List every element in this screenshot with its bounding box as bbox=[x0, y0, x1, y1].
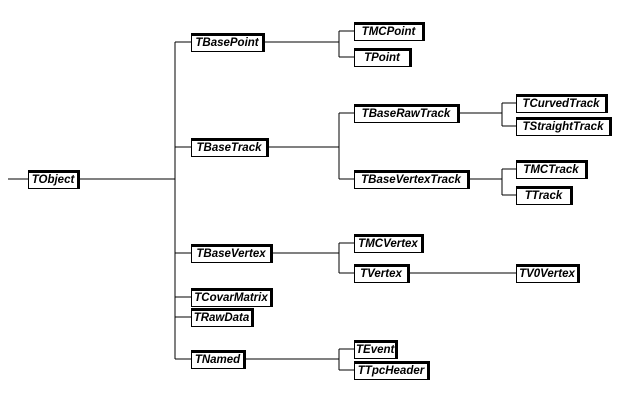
connector-tbasevertextrack-children bbox=[470, 168, 516, 196]
class-node-tvertex[interactable]: TVertex bbox=[354, 264, 410, 283]
connector-tbasepoint-children bbox=[265, 30, 354, 58]
class-node-tpoint[interactable]: TPoint bbox=[354, 48, 412, 67]
connector-tnamed-children bbox=[246, 348, 354, 371]
class-node-tmcpoint[interactable]: TMCPoint bbox=[354, 22, 425, 41]
connector-tbasevertex-children bbox=[273, 242, 354, 274]
class-node-tcurvedtrack[interactable]: TCurvedTrack bbox=[516, 94, 608, 113]
connector-tbasetrack-children bbox=[269, 112, 354, 180]
class-node-tobject[interactable]: TObject bbox=[28, 170, 80, 189]
class-node-tcovarmatrix[interactable]: TCovarMatrix bbox=[191, 288, 273, 307]
class-node-ttpcheader[interactable]: TTpcHeader bbox=[354, 361, 430, 380]
class-node-trawdata[interactable]: TRawData bbox=[191, 308, 254, 327]
class-node-tstraighttrack[interactable]: TStraightTrack bbox=[516, 117, 612, 136]
class-node-tbasevertextrack[interactable]: TBaseVertexTrack bbox=[354, 170, 470, 189]
class-node-ttrack[interactable]: TTrack bbox=[516, 186, 573, 205]
class-node-tmctrack[interactable]: TMCTrack bbox=[516, 160, 588, 179]
class-node-tnamed[interactable]: TNamed bbox=[191, 350, 246, 369]
class-node-tbasetrack[interactable]: TBaseTrack bbox=[191, 138, 269, 157]
class-node-tbasevertex[interactable]: TBaseVertex bbox=[191, 244, 273, 263]
connector-tbaserawtrack-children bbox=[460, 102, 516, 127]
class-node-tmcvertex[interactable]: TMCVertex bbox=[354, 234, 424, 253]
class-node-tbasepoint[interactable]: TBasePoint bbox=[191, 33, 265, 52]
class-node-tv0vertex[interactable]: TV0Vertex bbox=[516, 264, 580, 283]
class-node-tevent[interactable]: TEvent bbox=[354, 340, 398, 359]
connector-tobject-trunk bbox=[80, 42, 176, 359]
class-node-tbaserawtrack[interactable]: TBaseRawTrack bbox=[354, 104, 460, 123]
